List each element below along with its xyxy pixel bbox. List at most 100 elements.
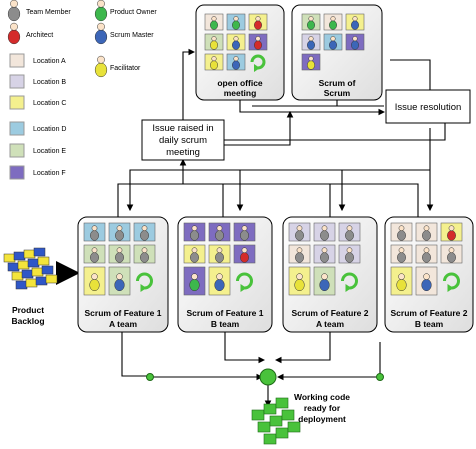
grid-oo-member-6-icon bbox=[210, 56, 218, 70]
sprint-cycle-icon bbox=[443, 272, 460, 290]
team2-member-7-icon bbox=[319, 273, 330, 292]
issue-resolution-box: Issue resolution bbox=[385, 89, 471, 124]
team2-member-4-icon bbox=[320, 247, 329, 263]
grid-sos-member-4-icon bbox=[329, 36, 337, 50]
architect-icon bbox=[7, 22, 21, 45]
location-a-swatch bbox=[9, 53, 25, 68]
grid-oo-member-0-icon bbox=[210, 16, 218, 30]
team1-member-1-icon bbox=[215, 225, 224, 241]
working-code-output: Working code ready for deployment bbox=[251, 392, 350, 445]
output-line1: Working code bbox=[294, 392, 350, 402]
team3-member-1-icon bbox=[422, 225, 431, 241]
legend-facilitator: Facilitator bbox=[110, 65, 141, 72]
team3-member-5-icon bbox=[447, 247, 456, 263]
team1-member-5-icon bbox=[240, 247, 249, 263]
legend-architect: Architect bbox=[26, 32, 53, 39]
team-member-icon bbox=[7, 0, 21, 22]
grid-oo-member-4-icon bbox=[232, 36, 240, 50]
open-office-line2: meeting bbox=[224, 88, 257, 98]
team3-member-7-icon bbox=[421, 273, 432, 292]
merge-dot-left bbox=[146, 373, 154, 381]
open-office-meeting: open office meeting bbox=[195, 4, 285, 101]
team3-member-4-icon bbox=[422, 247, 431, 263]
team0-member-4-icon bbox=[115, 247, 124, 263]
team2-member-0-icon bbox=[295, 225, 304, 241]
sprint-cycle-icon bbox=[341, 272, 358, 290]
grid-oo-member-5-icon bbox=[254, 36, 262, 50]
issue-raised-line3: meeting bbox=[166, 147, 200, 158]
team-box-f2b: Scrum of Feature 2 B team bbox=[384, 216, 474, 333]
grid-oo-member-3-icon bbox=[210, 36, 218, 50]
team-f1b-line1: Scrum of Feature 1 bbox=[187, 308, 264, 318]
issue-raised-line1: Issue raised in bbox=[152, 123, 213, 134]
team2-member-1-icon bbox=[320, 225, 329, 241]
scrum-master-icon bbox=[94, 22, 108, 45]
team2-member-3-icon bbox=[295, 247, 304, 263]
team0-member-6-icon bbox=[89, 273, 100, 292]
team1-member-3-icon bbox=[190, 247, 199, 263]
sprint-cycle-icon bbox=[236, 272, 253, 290]
grid-sos-member-6-icon bbox=[307, 56, 315, 70]
product-backlog: Product Backlog bbox=[3, 247, 58, 326]
team1-member-2-icon bbox=[240, 225, 249, 241]
team-f1a-line1: Scrum of Feature 1 bbox=[85, 308, 162, 318]
location-d-swatch bbox=[9, 121, 25, 136]
issue-resolution-label: Issue resolution bbox=[395, 102, 462, 113]
team-f2a-line2: A team bbox=[316, 319, 344, 329]
backlog-blocks-icon bbox=[3, 247, 58, 290]
team3-member-3-icon bbox=[397, 247, 406, 263]
output-line3: deployment bbox=[298, 414, 346, 424]
team-box-f2a: Scrum of Feature 2 A team bbox=[282, 216, 378, 333]
team0-member-1-icon bbox=[115, 225, 124, 241]
team0-member-7-icon bbox=[114, 273, 125, 292]
output-line2: ready for bbox=[304, 403, 341, 413]
team1-member-4-icon bbox=[215, 247, 224, 263]
merge-node bbox=[259, 368, 277, 386]
team2-member-6-icon bbox=[294, 273, 305, 292]
grid-sos-member-2-icon bbox=[351, 16, 359, 30]
legend: Team Member Product Owner Architect Scru… bbox=[7, 0, 157, 180]
legend-location-a: Location A bbox=[33, 58, 66, 65]
location-f-swatch bbox=[9, 165, 25, 180]
team-f2a-line1: Scrum of Feature 2 bbox=[292, 308, 369, 318]
legend-scrum-master: Scrum Master bbox=[110, 32, 154, 39]
location-b-swatch bbox=[9, 74, 25, 89]
grid-sos-member-5-icon bbox=[351, 36, 359, 50]
team-f2b-line1: Scrum of Feature 2 bbox=[391, 308, 468, 318]
team3-member-2-icon bbox=[447, 225, 456, 241]
backlog-line2: Backlog bbox=[11, 316, 44, 326]
legend-product-owner: Product Owner bbox=[110, 9, 157, 16]
team-f2b-line2: B team bbox=[415, 319, 444, 329]
team0-member-3-icon bbox=[90, 247, 99, 263]
product-owner-icon bbox=[94, 0, 108, 22]
team-box-f1b: Scrum of Feature 1 B team bbox=[177, 216, 273, 333]
team3-member-6-icon bbox=[396, 273, 407, 292]
grid-oo-member-1-icon bbox=[232, 16, 240, 30]
team-f1a-line2: A team bbox=[109, 319, 137, 329]
team0-member-5-icon bbox=[140, 247, 149, 263]
merge-dot-right bbox=[376, 373, 384, 381]
grid-sos-member-3-icon bbox=[307, 36, 315, 50]
team2-member-2-icon bbox=[345, 225, 354, 241]
issue-raised-line2: daily scrum bbox=[159, 135, 207, 146]
grid-oo-member-7-icon bbox=[232, 56, 240, 70]
grid-sos-member-1-icon bbox=[329, 16, 337, 30]
team2-member-5-icon bbox=[345, 247, 354, 263]
team-f1b-line2: B team bbox=[211, 319, 240, 329]
legend-location-d: Location D bbox=[33, 126, 66, 133]
deployment-blocks-icon bbox=[251, 397, 301, 445]
team1-member-7-icon bbox=[214, 273, 225, 292]
location-c-swatch bbox=[9, 95, 25, 110]
team-box-f1a: Scrum of Feature 1 A team bbox=[77, 216, 169, 333]
sprint-cycle-icon bbox=[250, 54, 266, 70]
legend-location-e: Location E bbox=[33, 148, 66, 155]
team1-member-6-icon bbox=[189, 273, 200, 292]
legend-location-f: Location F bbox=[33, 170, 66, 177]
issue-raised-box: Issue raised in daily scrum meeting bbox=[141, 119, 225, 161]
grid-oo-member-2-icon bbox=[254, 16, 262, 30]
sprint-cycle-icon bbox=[136, 272, 153, 290]
location-e-swatch bbox=[9, 143, 25, 158]
scrum-of-scrum: Scrum of Scrum bbox=[291, 4, 383, 101]
legend-location-b: Location B bbox=[33, 79, 66, 86]
